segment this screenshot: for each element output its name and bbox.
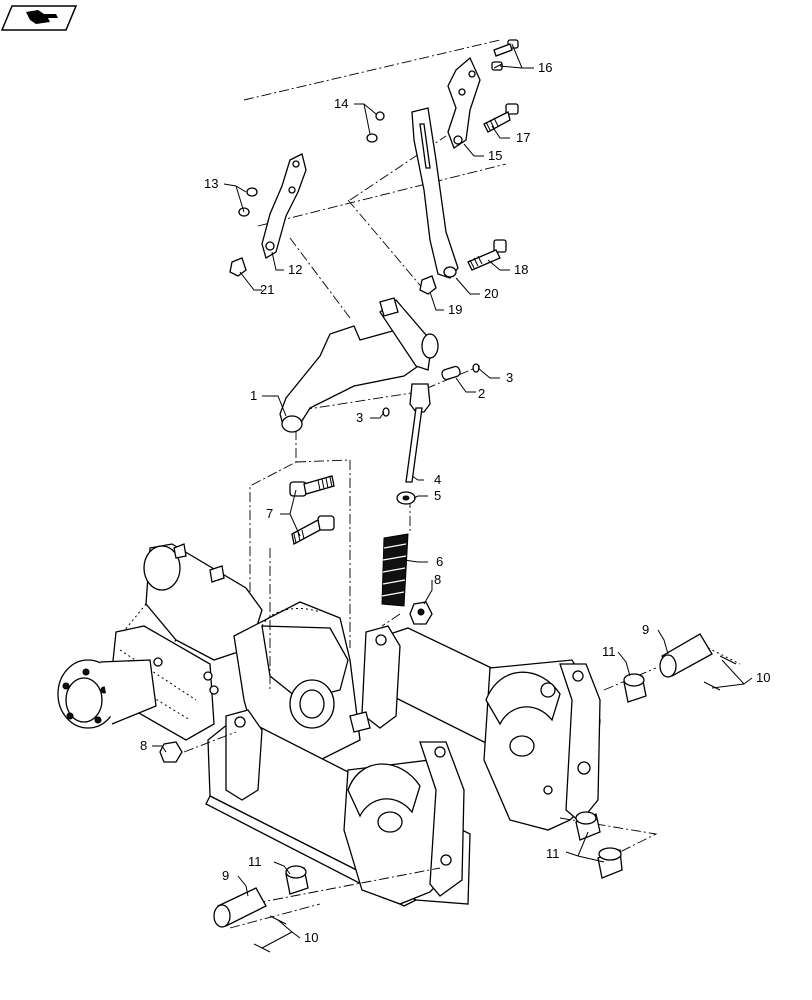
callout-4: 4 <box>434 472 441 487</box>
part-clip-3b <box>382 407 390 417</box>
part-clip-3a <box>472 363 480 373</box>
part-pin-9b <box>213 887 267 928</box>
callout-9b: 9 <box>222 868 229 883</box>
part-roll-pins-10a <box>703 647 741 691</box>
callout-3b: 3 <box>356 410 363 425</box>
callout-19: 19 <box>448 302 462 317</box>
part-bolt-16 <box>491 39 519 71</box>
part-pin-9a <box>659 633 713 678</box>
part-slotted-lever-20 <box>411 107 459 279</box>
part-washer <box>396 491 416 505</box>
part-bolt-7a <box>289 475 335 497</box>
callout-8b: 8 <box>140 738 147 753</box>
part-bolt-18 <box>467 239 507 271</box>
callout-11a: 11 <box>602 644 616 659</box>
part-lever-arm <box>279 297 439 433</box>
part-pin-2 <box>441 365 461 381</box>
callout-17: 17 <box>516 130 530 145</box>
callout-labels: 1 2 3 3 4 5 6 7 8 8 9 9 10 10 11 11 11 1… <box>140 60 770 945</box>
callout-13: 13 <box>204 176 218 191</box>
callout-8a: 8 <box>434 572 441 587</box>
callout-14: 14 <box>334 96 348 111</box>
callout-3a: 3 <box>506 370 513 385</box>
part-bracket-15 <box>447 56 481 149</box>
callout-2: 2 <box>478 386 485 401</box>
part-compression-spring <box>381 533 409 607</box>
callout-6: 6 <box>436 554 443 569</box>
part-nut-21 <box>229 257 247 277</box>
part-spacer-14 <box>366 111 385 143</box>
part-bushing-11a <box>623 673 647 703</box>
callout-15: 15 <box>488 148 502 163</box>
part-bushing-11b <box>575 811 601 841</box>
part-bushing-11c <box>597 847 623 879</box>
callout-11b: 11 <box>248 854 262 869</box>
callout-11c: 11 <box>546 846 560 861</box>
part-spring-rod <box>405 383 431 483</box>
callout-9a: 9 <box>642 622 649 637</box>
callout-21: 21 <box>260 282 274 297</box>
callout-1: 1 <box>250 388 257 403</box>
part-roll-pins-10b <box>253 915 287 953</box>
callout-12: 12 <box>288 262 302 277</box>
callout-10b: 10 <box>304 930 318 945</box>
part-nut-8b <box>159 741 183 763</box>
part-nut-13 <box>238 187 258 217</box>
callout-18: 18 <box>514 262 528 277</box>
callout-7: 7 <box>266 506 273 521</box>
part-bolt-17 <box>483 103 519 133</box>
part-nut-8a <box>409 601 433 625</box>
hitch-frame-assembly <box>57 543 601 907</box>
callout-5: 5 <box>434 488 441 503</box>
callout-20: 20 <box>484 286 498 301</box>
book-arrow-icon[interactable] <box>0 5 78 31</box>
part-link-plate-12 <box>261 153 307 259</box>
leader-lines <box>152 43 753 949</box>
part-bolt-7b <box>291 515 335 545</box>
part-nut-19 <box>419 275 437 295</box>
callout-16: 16 <box>538 60 552 75</box>
part-bushing-11d <box>285 865 309 895</box>
callout-10a: 10 <box>756 670 770 685</box>
